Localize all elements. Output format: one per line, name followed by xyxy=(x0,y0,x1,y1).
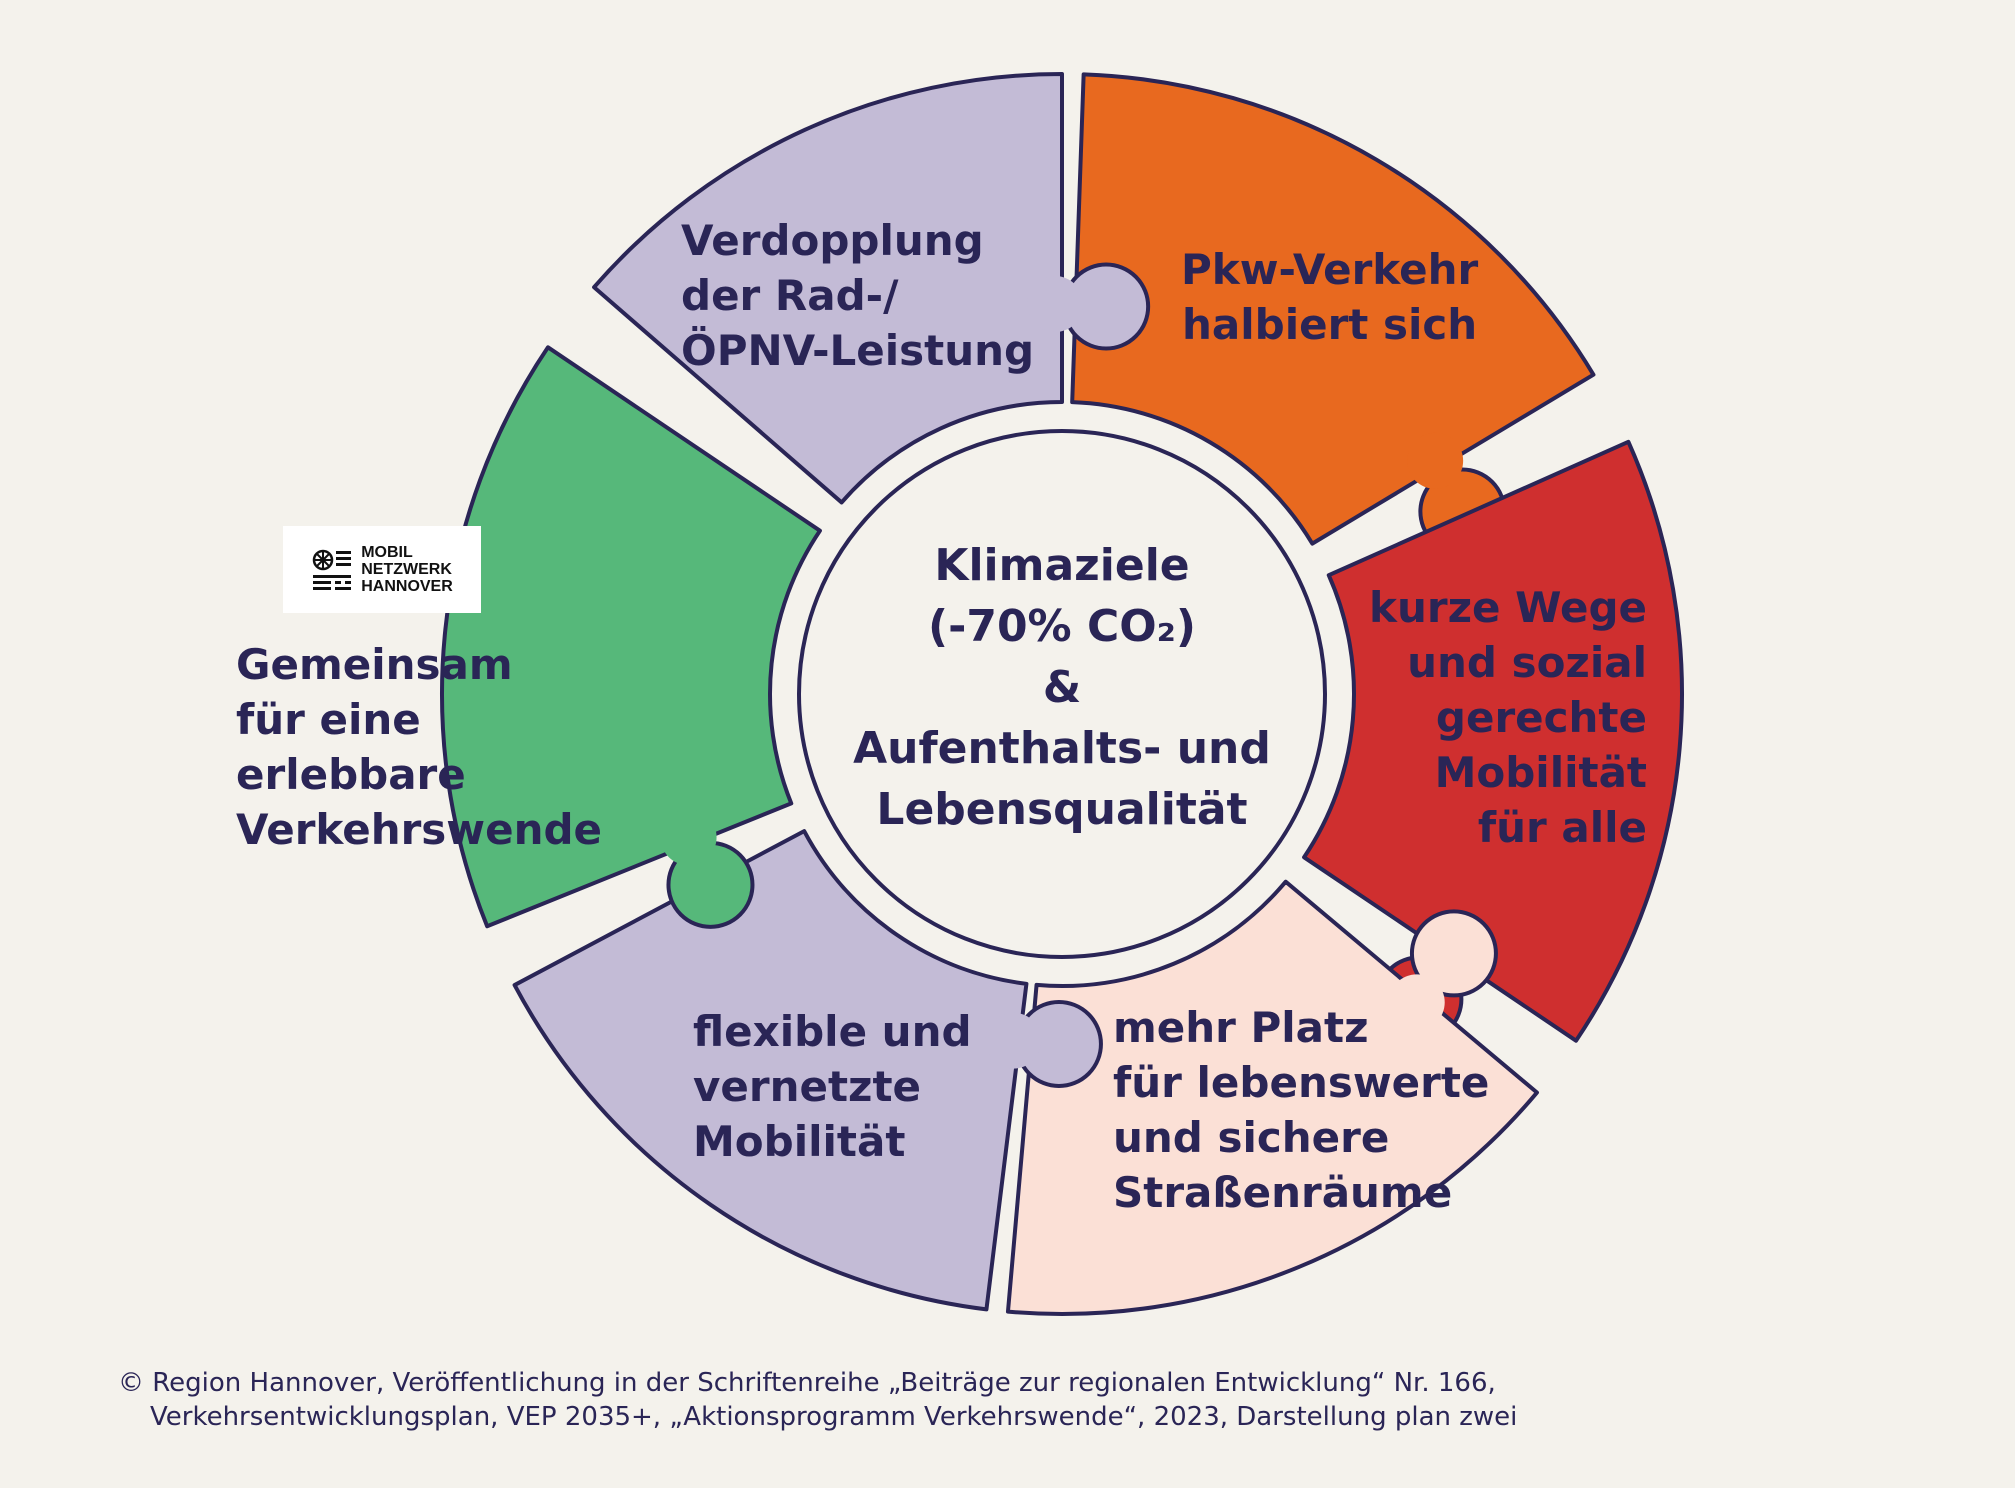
piece-pkw-line-1: Pkw-Verkehr xyxy=(1181,245,1479,294)
piece-verdopplung-line-1: Verdopplung xyxy=(681,216,984,265)
piece-flexibel-line-1: flexible und xyxy=(693,1007,972,1056)
piece-label-flexibel: flexible und vernetzte Mobilität xyxy=(693,1004,972,1169)
piece-flexibel-line-2: vernetzte xyxy=(693,1062,922,1111)
puzzle-piece-verdopplung xyxy=(592,72,1151,505)
piece-pkw-line-2: halbiert sich xyxy=(1182,300,1478,349)
logo-line-3: HANNOVER xyxy=(361,578,453,595)
puzzle-piece-mehr-platz xyxy=(1005,879,1539,1316)
logo-wheel-icon xyxy=(312,549,352,590)
center-line-4: Aufenthalts- und xyxy=(853,723,1271,774)
mobilnetzwerk-logo: MOBIL NETZWERK HANNOVER xyxy=(283,526,481,613)
piece-kurze-wege-line-3: gerechte xyxy=(1435,693,1647,742)
puzzle-neck-flexibel xyxy=(985,1012,1042,1069)
puzzle-neck-pkw xyxy=(1407,432,1464,489)
puzzle-piece-flexibel xyxy=(512,829,1103,1312)
piece-kurze-wege-line-5: für alle xyxy=(1477,803,1647,852)
piece-flexibel-line-3: Mobilität xyxy=(693,1117,906,1166)
puzzle-neck-gemeinsam xyxy=(660,809,717,866)
puzzle-sector-gemeinsam xyxy=(440,345,822,929)
piece-kurze-wege-line-2: und sozial xyxy=(1407,638,1647,687)
piece-gemeinsam-line-2: für eine xyxy=(236,695,421,744)
piece-gemeinsam-line-3: erlebbare xyxy=(236,750,466,799)
piece-mehr-platz-line-1: mehr Platz xyxy=(1113,1003,1369,1052)
puzzle-knob-mehr-platz xyxy=(1409,909,1498,998)
center-line-5: Lebensqualität xyxy=(876,784,1248,835)
footer-line-1: © Region Hannover, Veröffentlichung in d… xyxy=(118,1368,1496,1398)
piece-label-verdopplung: Verdopplung der Rad-/ ÖPNV-Leistung xyxy=(681,213,1034,378)
footer-line-2: Verkehrsentwicklungsplan, VEP 2035+, „Ak… xyxy=(150,1402,1518,1432)
center-circle xyxy=(797,429,1327,959)
center-label: Klimaziele (-70% CO₂) & Aufenthalts- und… xyxy=(812,535,1312,840)
piece-mehr-platz-line-4: Straßenräume xyxy=(1113,1168,1453,1217)
piece-kurze-wege-line-4: Mobilität xyxy=(1434,748,1647,797)
puzzle-sector-pkw xyxy=(1070,72,1596,546)
center-line-1: Klimaziele xyxy=(934,540,1190,591)
puzzle-sector-kurze-wege xyxy=(1302,439,1684,1043)
piece-gemeinsam-line-1: Gemeinsam xyxy=(236,640,513,689)
puzzle-neck-verdopplung xyxy=(1027,276,1084,333)
puzzle-sector-flexibel xyxy=(512,829,1029,1312)
piece-kurze-wege-line-1: kurze Wege xyxy=(1369,583,1647,632)
piece-label-mehr-platz: mehr Platz für lebenswerte und sichere S… xyxy=(1113,1000,1489,1220)
piece-gemeinsam-line-4: Verkehrswende xyxy=(236,805,603,854)
piece-label-pkw: Pkw-Verkehr halbiert sich xyxy=(1181,242,1478,352)
piece-label-kurze-wege: kurze Wege und sozial gerechte Mobilität… xyxy=(1369,580,1647,855)
logo-line-1: MOBIL xyxy=(361,544,413,561)
puzzle-neck-mehr-platz xyxy=(1388,974,1445,1031)
logo-line-2: NETZWERK xyxy=(361,561,452,578)
piece-mehr-platz-line-2: für lebenswerte xyxy=(1113,1058,1490,1107)
puzzle-sector-verdopplung xyxy=(592,72,1064,505)
piece-verdopplung-line-2: der Rad-/ xyxy=(681,271,899,320)
copyright-footer: © Region Hannover, Veröffentlichung in d… xyxy=(118,1366,1517,1434)
piece-label-gemeinsam: Gemeinsam für eine erlebbare Verkehrswen… xyxy=(236,637,602,857)
puzzle-piece-gemeinsam xyxy=(440,345,822,929)
piece-verdopplung-line-3: ÖPNV-Leistung xyxy=(681,326,1035,375)
piece-mehr-platz-line-3: und sichere xyxy=(1113,1113,1390,1162)
center-line-2: (-70% CO₂) xyxy=(927,601,1197,652)
center-line-3: & xyxy=(1042,662,1082,713)
